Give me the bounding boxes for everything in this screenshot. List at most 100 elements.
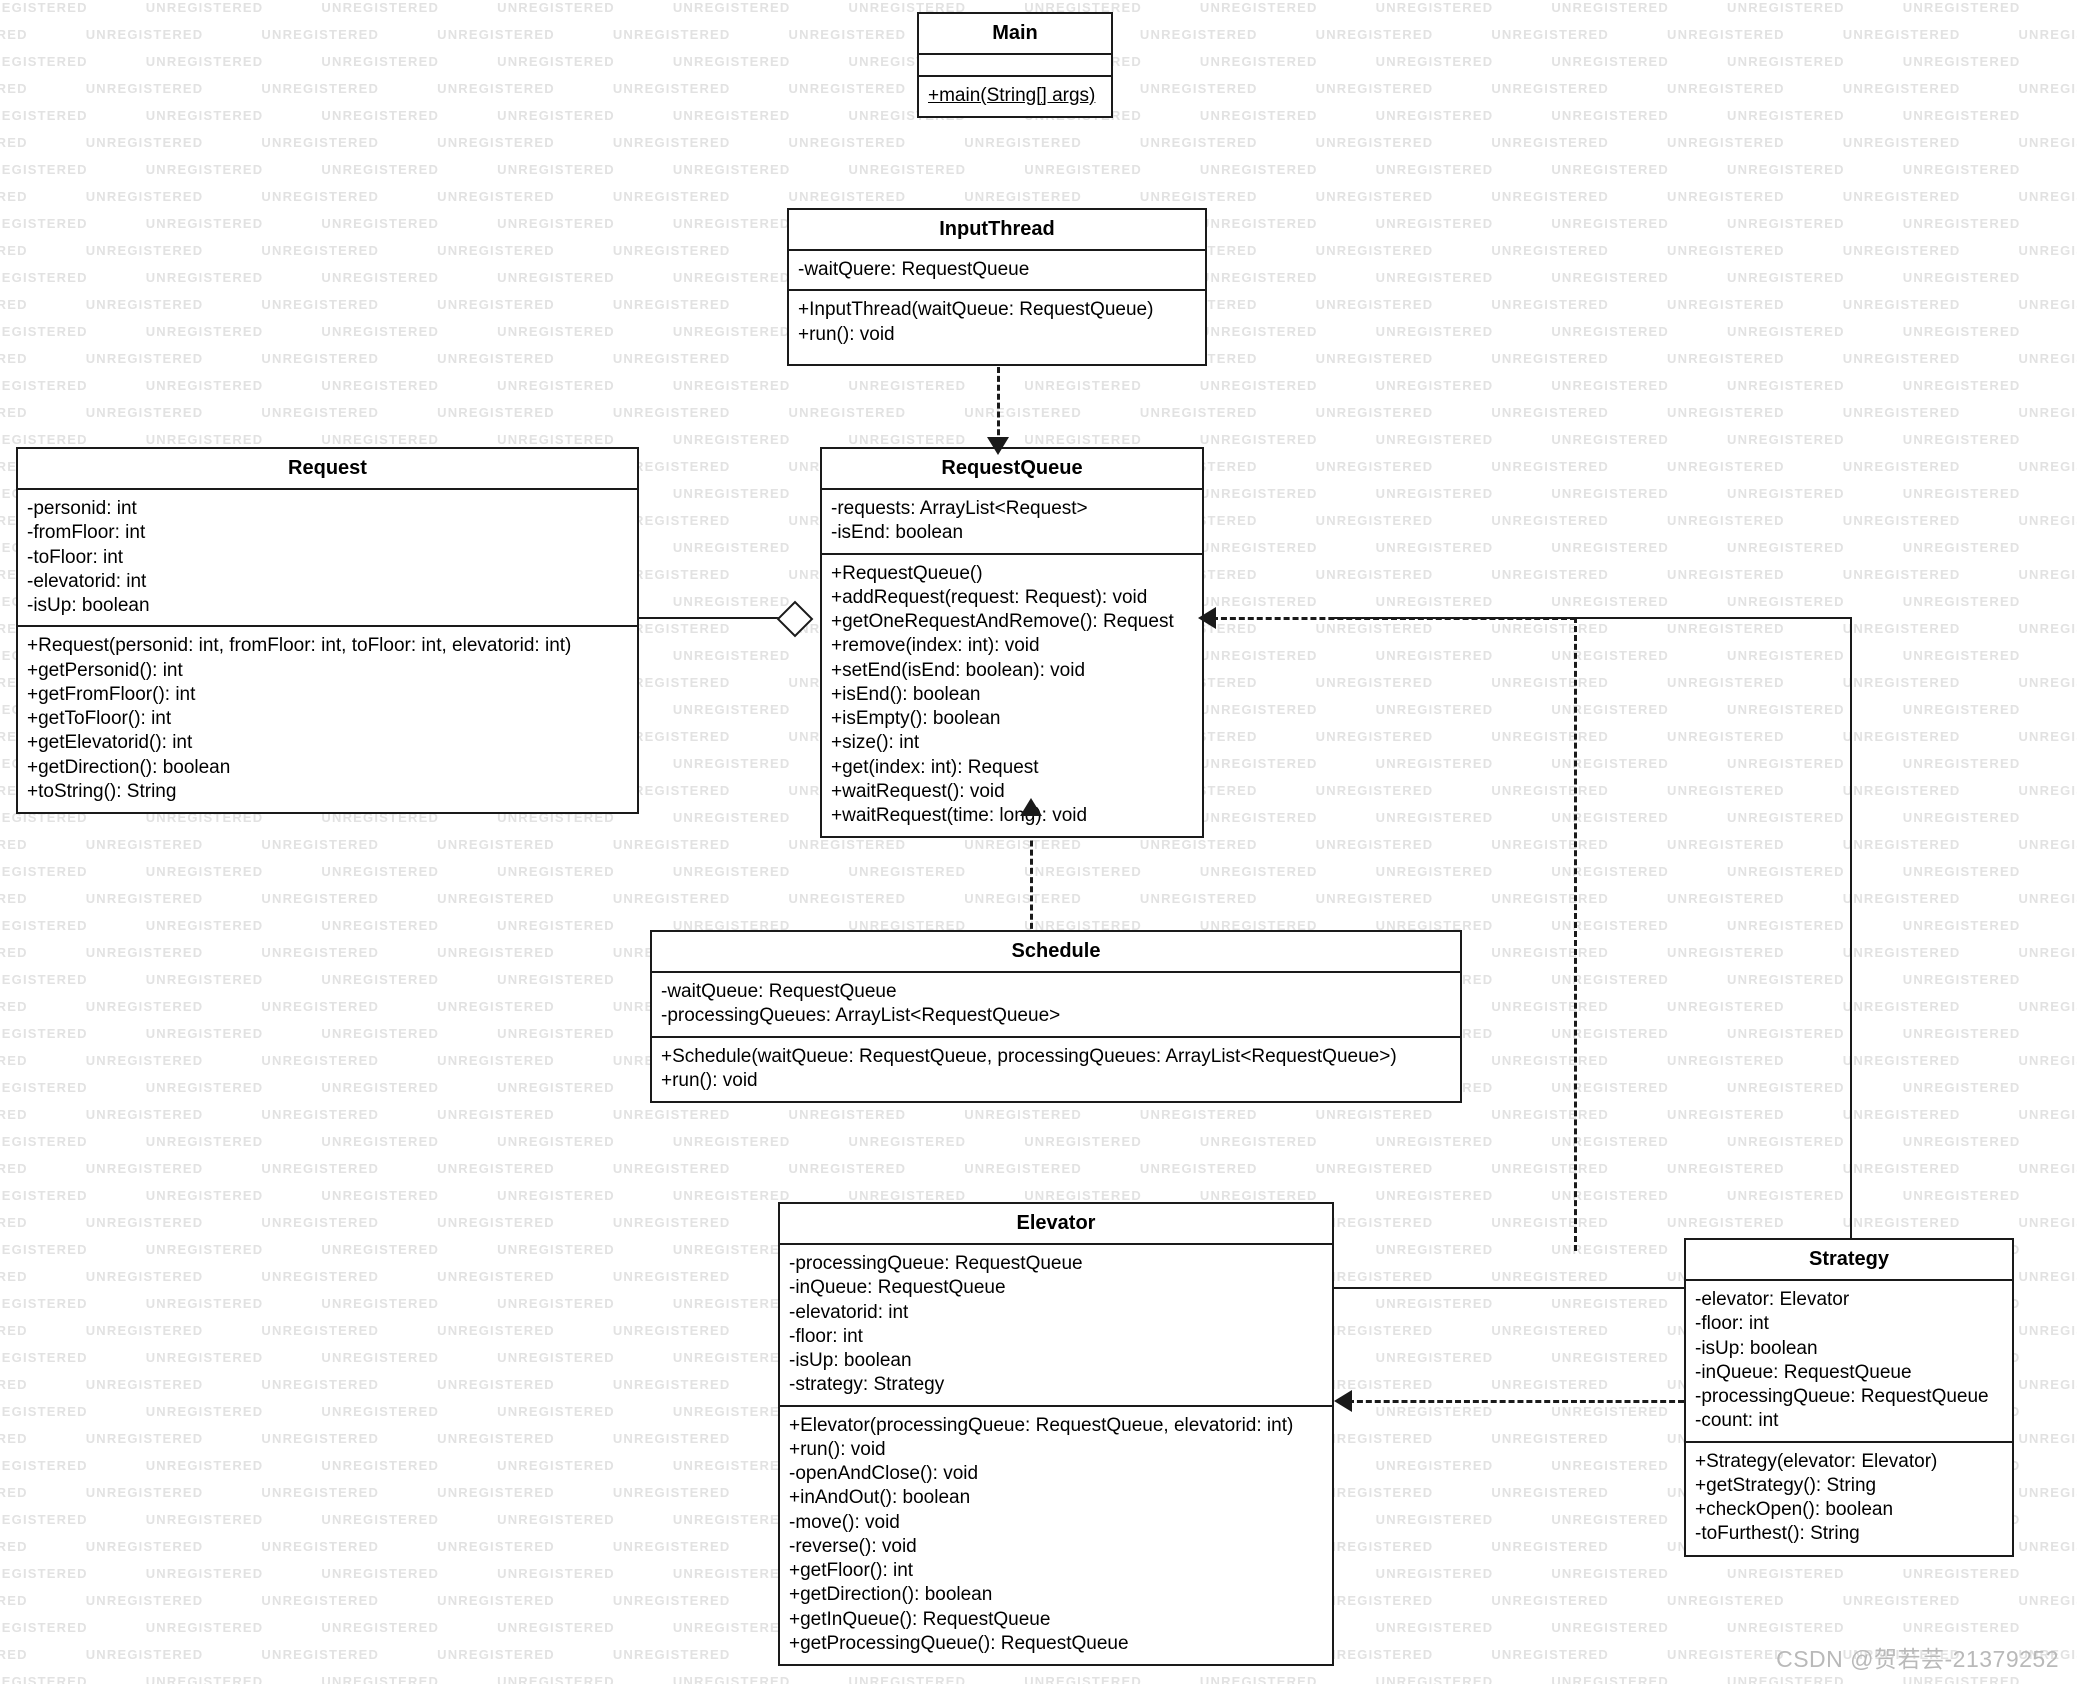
operation-line: +setEnd(isEnd: boolean): void — [831, 659, 1086, 681]
operation-line: +isEmpty(): boolean — [831, 708, 1001, 730]
attribute-line: -isUp: boolean — [1695, 1337, 1818, 1359]
operation-line: +RequestQueue() — [831, 562, 983, 584]
operation-line: +getProcessingQueue(): RequestQueue — [789, 1632, 1129, 1654]
operation-line: +getElevatorid(): int — [27, 732, 193, 754]
connector-strategy-requestqueue-vertical — [1574, 617, 1577, 1251]
attribute-line: -floor: int — [1695, 1313, 1769, 1335]
attribute-line: -strategy: Strategy — [789, 1374, 945, 1396]
operation-line: +size(): int — [831, 732, 920, 754]
operation-line: +remove(index: int): void — [831, 635, 1040, 657]
class-name-request: Request — [18, 449, 637, 490]
operation-line: +toString(): String — [27, 780, 177, 802]
arrowhead-down-requestqueue — [987, 437, 1009, 455]
attribute-line: -fromFloor: int — [27, 522, 146, 544]
class-box-main[interactable]: Main +main(String[] args) — [917, 12, 1113, 119]
operation-line: +addRequest(request: Request): void — [831, 586, 1148, 608]
arrowhead-left-requestqueue — [1198, 607, 1216, 629]
operation-line: +getStrategy(): String — [1695, 1474, 1877, 1496]
watermark-row: UNREGISTEREDUNREGISTEREDUNREGISTEREDUNRE… — [0, 1674, 2021, 1684]
operation-line: +Schedule(waitQueue: RequestQueue, proce… — [661, 1045, 1397, 1067]
operation-line: +getFloor(): int — [789, 1560, 914, 1582]
csdn-credit-watermark: CSDN @贺若芸-21379252 — [1776, 1646, 2059, 1672]
connector-elevator-strategy-bottom — [1334, 1287, 1852, 1289]
operation-line: -reverse(): void — [789, 1535, 917, 1557]
watermark-row: UNREGISTEREDUNREGISTEREDUNREGISTEREDUNRE… — [0, 837, 2077, 852]
watermark-row: UNREGISTEREDUNREGISTEREDUNREGISTEREDUNRE… — [0, 1134, 2021, 1149]
operation-line: +getFromFloor(): int — [27, 683, 196, 705]
operation-line: +main(String[] args) — [928, 85, 1096, 106]
operation-line: -toFurthest(): String — [1695, 1523, 1860, 1545]
attribute-line: -inQueue: RequestQueue — [1695, 1361, 1912, 1383]
class-attributes-request: -personid: int -fromFloor: int -toFloor:… — [18, 490, 637, 628]
attribute-line: -inQueue: RequestQueue — [789, 1277, 1006, 1299]
class-operations-request: +Request(personid: int, fromFloor: int, … — [18, 627, 637, 813]
attribute-line: -requests: ArrayList<Request> — [831, 498, 1088, 519]
class-attributes-elevator: -processingQueue: RequestQueue -inQueue:… — [780, 1245, 1332, 1407]
attribute-line: -elevator: Elevator — [1695, 1289, 1850, 1310]
class-box-requestqueue[interactable]: RequestQueue -requests: ArrayList<Reques… — [820, 447, 1204, 839]
attribute-line: -processingQueues: ArrayList<RequestQueu… — [661, 1005, 1061, 1027]
operation-line: +Elevator(processingQueue: RequestQueue,… — [789, 1414, 1294, 1436]
class-attributes-main — [919, 55, 1111, 77]
attribute-line: -floor: int — [789, 1325, 863, 1347]
watermark-row: UNREGISTEREDUNREGISTEREDUNREGISTEREDUNRE… — [0, 432, 2021, 447]
attribute-line: -processingQueue: RequestQueue — [1695, 1386, 1989, 1408]
class-operations-inputthread: +InputThread(waitQueue: RequestQueue) +r… — [789, 291, 1205, 355]
operation-line: +getDirection(): boolean — [789, 1584, 993, 1606]
watermark-row: UNREGISTEREDUNREGISTEREDUNREGISTEREDUNRE… — [0, 891, 2077, 906]
operation-line: +inAndOut(): boolean — [789, 1487, 971, 1509]
operation-line: +waitRequest(): void — [831, 780, 1005, 802]
class-name-schedule: Schedule — [652, 932, 1460, 973]
watermark-row: UNREGISTEREDUNREGISTEREDUNREGISTEREDUNRE… — [0, 1188, 2021, 1203]
class-operations-requestqueue: +RequestQueue() +addRequest(request: Req… — [822, 554, 1202, 837]
class-attributes-schedule: -waitQueue: RequestQueue -processingQueu… — [652, 973, 1460, 1038]
class-operations-strategy: +Strategy(elevator: Elevator) +getStrate… — [1686, 1442, 2012, 1555]
class-operations-main: +main(String[] args) — [919, 77, 1111, 117]
connector-inputthread-requestqueue — [997, 367, 1000, 462]
connector-schedule-requestqueue — [1030, 813, 1033, 938]
class-box-inputthread[interactable]: InputThread -waitQuere: RequestQueue +In… — [787, 208, 1207, 366]
watermark-row: UNREGISTEREDUNREGISTEREDUNREGISTEREDUNRE… — [0, 405, 2077, 420]
operation-line: +run(): void — [798, 323, 895, 345]
class-name-requestqueue: RequestQueue — [822, 449, 1202, 490]
attribute-line: -waitQueue: RequestQueue — [661, 981, 897, 1002]
connector-request-requestqueue — [639, 617, 787, 619]
class-attributes-strategy: -elevator: Elevator -floor: int -isUp: b… — [1686, 1281, 2012, 1443]
attribute-line: -waitQuere: RequestQueue — [798, 259, 1030, 280]
attribute-line: -count: int — [1695, 1410, 1779, 1432]
attribute-line: -elevatorid: int — [789, 1301, 909, 1323]
attribute-line: -personid: int — [27, 498, 137, 519]
attribute-line: -isEnd: boolean — [831, 522, 964, 544]
watermark-row: UNREGISTEREDUNREGISTEREDUNREGISTEREDUNRE… — [0, 189, 2077, 204]
class-name-strategy: Strategy — [1686, 1240, 2012, 1281]
class-box-strategy[interactable]: Strategy -elevator: Elevator -floor: int… — [1684, 1238, 2014, 1557]
class-box-request[interactable]: Request -personid: int -fromFloor: int -… — [16, 447, 639, 815]
watermark-row: UNREGISTEREDUNREGISTEREDUNREGISTEREDUNRE… — [0, 162, 2021, 177]
attribute-line: -isUp: boolean — [789, 1350, 912, 1372]
attribute-line: -elevatorid: int — [27, 570, 147, 592]
operation-line: +getPersonid(): int — [27, 659, 183, 681]
class-box-schedule[interactable]: Schedule -waitQueue: RequestQueue -proce… — [650, 930, 1462, 1104]
class-operations-schedule: +Schedule(waitQueue: RequestQueue, proce… — [652, 1037, 1460, 1102]
arrowhead-up-requestqueue — [1020, 798, 1042, 816]
watermark-row: UNREGISTEREDUNREGISTEREDUNREGISTEREDUNRE… — [0, 1161, 2077, 1176]
class-name-inputthread: InputThread — [789, 210, 1205, 251]
operation-line: +waitRequest(time: long): void — [831, 805, 1088, 827]
watermark-row: UNREGISTEREDUNREGISTEREDUNREGISTEREDUNRE… — [0, 378, 2021, 393]
class-box-elevator[interactable]: Elevator -processingQueue: RequestQueue … — [778, 1202, 1334, 1667]
attribute-line: -isUp: boolean — [27, 595, 150, 617]
watermark-row: UNREGISTEREDUNREGISTEREDUNREGISTEREDUNRE… — [0, 864, 2021, 879]
operation-line: +getOneRequestAndRemove(): Request — [831, 611, 1174, 633]
arrowhead-left-elevator — [1334, 1390, 1352, 1412]
operation-line: +getInQueue(): RequestQueue — [789, 1608, 1051, 1630]
operation-line: -openAndClose(): void — [789, 1463, 979, 1485]
attribute-line: -processingQueue: RequestQueue — [789, 1253, 1083, 1274]
aggregation-diamond-requestqueue — [776, 600, 814, 638]
class-name-main: Main — [919, 14, 1111, 55]
connector-strategy-elevator — [1348, 1400, 1684, 1403]
operation-line: +checkOpen(): boolean — [1695, 1499, 1894, 1521]
class-attributes-inputthread: -waitQuere: RequestQueue — [789, 251, 1205, 292]
class-name-elevator: Elevator — [780, 1204, 1332, 1245]
connector-elevator-strategy-vertical — [1850, 617, 1852, 1289]
